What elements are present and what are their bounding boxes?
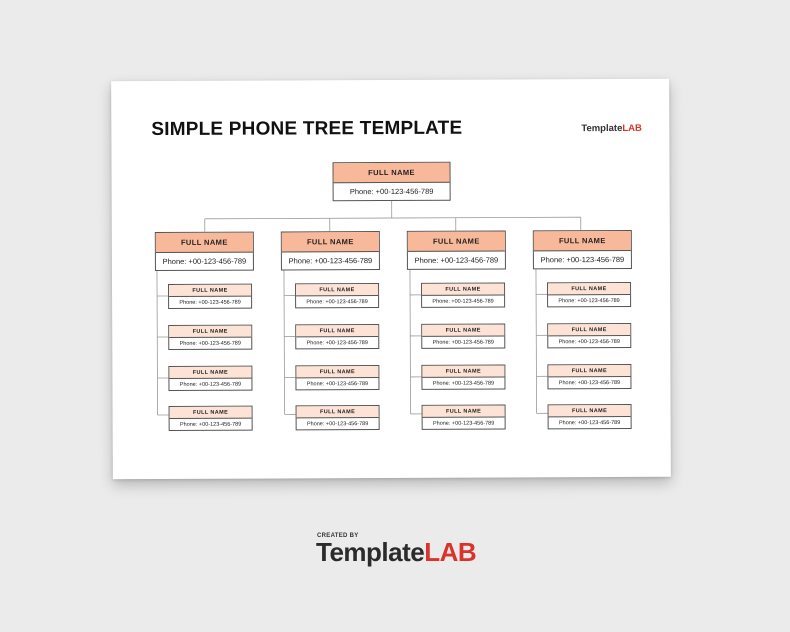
branch-node: FULL NAME Phone: +00-123-456-789 xyxy=(280,231,380,271)
child-node: FULL NAME Phone: +00-123-456-789 xyxy=(421,323,506,349)
branch-name: FULL NAME xyxy=(155,232,253,254)
child-node: FULL NAME Phone: +00-123-456-789 xyxy=(421,282,506,308)
child-phone: Phone: +00-123-456-789 xyxy=(558,419,621,426)
child-name: FULL NAME xyxy=(422,283,505,296)
created-by-label: CREATED BY xyxy=(317,533,359,539)
child-name: FULL NAME xyxy=(422,365,505,378)
root-phone: Phone: +00-123-456-789 xyxy=(349,186,434,197)
footer-brand-lab: LAB xyxy=(424,537,477,567)
template-sheet: SIMPLE PHONE TREE TEMPLATE TemplateLAB xyxy=(111,78,671,480)
root-name: FULL NAME xyxy=(333,162,450,184)
child-name: FULL NAME xyxy=(296,325,379,338)
branch-phone: Phone: +00-123-456-789 xyxy=(414,255,499,265)
child-name: FULL NAME xyxy=(548,323,631,337)
child-name: FULL NAME xyxy=(169,284,252,297)
child-name: FULL NAME xyxy=(296,406,379,419)
branch-node: FULL NAME Phone: +00-123-456-789 xyxy=(532,229,632,270)
child-name: FULL NAME xyxy=(548,364,631,378)
child-phone: Phone: +00-123-456-789 xyxy=(179,381,242,388)
child-phone: Phone: +00-123-456-789 xyxy=(306,339,368,346)
child-phone: Phone: +00-123-456-789 xyxy=(306,298,368,305)
child-node: FULL NAME Phone: +00-123-456-789 xyxy=(168,324,253,350)
branch-name: FULL NAME xyxy=(407,231,505,252)
footer-brand-text: Template xyxy=(316,537,425,567)
child-name: FULL NAME xyxy=(422,324,505,337)
branch-node: FULL NAME Phone: +00-123-456-789 xyxy=(154,231,254,272)
child-node: FULL NAME Phone: +00-123-456-789 xyxy=(168,365,253,391)
child-node: FULL NAME Phone: +00-123-456-789 xyxy=(168,283,253,309)
branch-phone: Phone: +00-123-456-789 xyxy=(288,256,373,266)
child-phone: Phone: +00-123-456-789 xyxy=(432,380,495,387)
child-name: FULL NAME xyxy=(169,406,252,419)
branch-node: FULL NAME Phone: +00-123-456-789 xyxy=(406,230,506,270)
child-phone: Phone: +00-123-456-789 xyxy=(179,421,242,428)
branch-name: FULL NAME xyxy=(533,230,631,252)
child-phone: Phone: +00-123-456-789 xyxy=(306,420,369,427)
child-phone: Phone: +00-123-456-789 xyxy=(558,297,620,304)
child-name: FULL NAME xyxy=(548,282,631,296)
tree-connectors xyxy=(156,199,582,416)
child-phone: Phone: +00-123-456-789 xyxy=(432,420,495,427)
child-phone: Phone: +00-123-456-789 xyxy=(432,298,494,305)
child-node: FULL NAME Phone: +00-123-456-789 xyxy=(168,405,253,431)
child-phone: Phone: +00-123-456-789 xyxy=(558,338,620,345)
child-phone: Phone: +00-123-456-789 xyxy=(179,299,241,306)
child-name: FULL NAME xyxy=(296,366,379,379)
root-node: FULL NAME Phone: +00-123-456-789 xyxy=(332,161,451,202)
child-phone: Phone: +00-123-456-789 xyxy=(558,379,621,386)
footer-brand-logo: TemplateLAB xyxy=(316,537,477,568)
child-name: FULL NAME xyxy=(422,405,505,418)
branch-phone: Phone: +00-123-456-789 xyxy=(540,254,625,265)
child-name: FULL NAME xyxy=(548,404,631,418)
child-node: FULL NAME Phone: +00-123-456-789 xyxy=(421,404,506,430)
child-name: FULL NAME xyxy=(169,325,252,338)
child-node: FULL NAME Phone: +00-123-456-789 xyxy=(421,364,506,390)
child-phone: Phone: +00-123-456-789 xyxy=(432,339,494,346)
child-name: FULL NAME xyxy=(169,366,252,379)
child-phone: Phone: +00-123-456-789 xyxy=(306,380,369,387)
branch-phone: Phone: +00-123-456-789 xyxy=(162,256,247,266)
child-name: FULL NAME xyxy=(296,284,379,297)
child-phone: Phone: +00-123-456-789 xyxy=(179,340,241,347)
branch-name: FULL NAME xyxy=(281,232,379,253)
